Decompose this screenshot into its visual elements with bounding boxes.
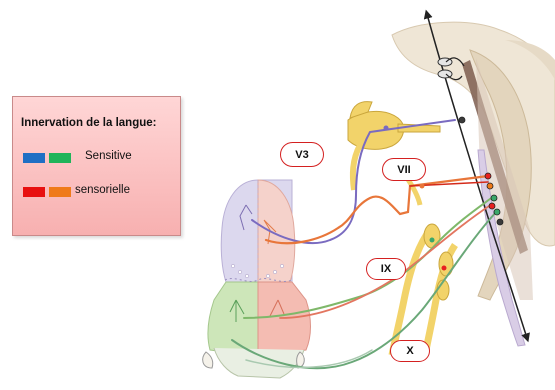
legend-swatch-green <box>49 153 71 163</box>
tongue-posterior-left <box>208 282 258 356</box>
nerve-trunk-ix <box>392 230 430 355</box>
nerve-label-v3: V3 <box>280 142 324 167</box>
legend-label-sensorielle: sensorielle <box>75 184 130 196</box>
nerve-label-x: X <box>390 340 430 362</box>
fiber-vii-sensory <box>266 176 488 243</box>
nerve-label-vii: VII <box>382 158 426 181</box>
legend-label-sensitive: Sensitive <box>85 150 132 162</box>
nerve-label-ix: IX <box>366 258 406 280</box>
tongue <box>203 180 311 378</box>
tongue-posterior-right <box>258 282 311 356</box>
legend-swatch-blue <box>23 153 45 163</box>
legend-swatch-red <box>23 187 45 197</box>
legend-swatch-orange <box>49 187 71 197</box>
legend-title: Innervation de la langue: <box>21 117 156 129</box>
legend-box: Innervation de la langue: Sensitive sens… <box>12 96 181 236</box>
